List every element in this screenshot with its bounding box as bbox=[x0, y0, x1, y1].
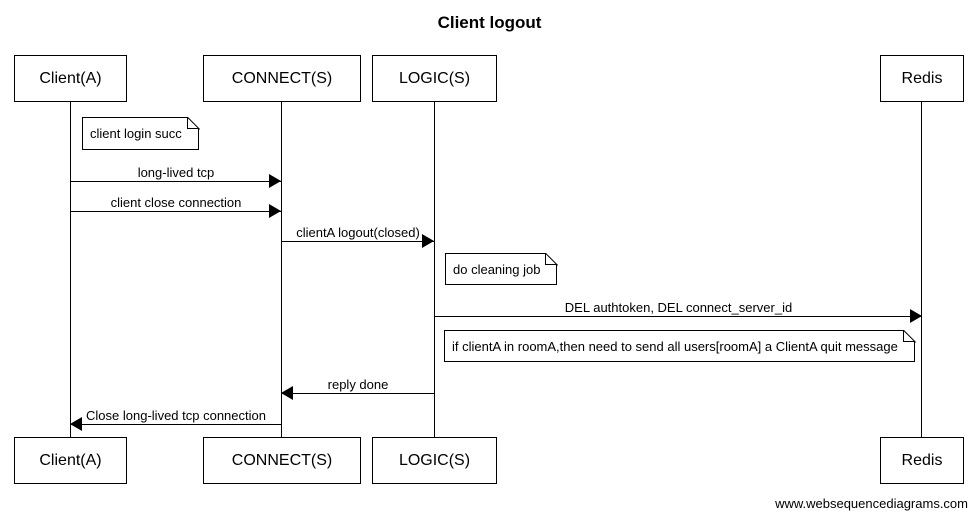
actor-bottom-redis: Redis bbox=[880, 437, 964, 484]
message-label-close-tcp-connection: Close long-lived tcp connection bbox=[86, 408, 266, 423]
arrowhead-right-icon bbox=[422, 234, 434, 248]
note-clienta-quit-message: if clientA in roomA,then need to send al… bbox=[444, 330, 915, 362]
actor-top-connect-s: CONNECT(S) bbox=[203, 55, 361, 102]
note-client-login-succ: client login succ bbox=[82, 117, 199, 150]
message-label-long-lived-tcp: long-lived tcp bbox=[137, 165, 215, 180]
watermark-url: www.websequencediagrams.com bbox=[775, 496, 968, 511]
message-label-reply-done: reply done bbox=[327, 377, 389, 392]
actor-top-redis: Redis bbox=[880, 55, 964, 102]
message-line bbox=[71, 211, 281, 212]
note-do-cleaning-job: do cleaning job bbox=[445, 253, 558, 285]
arrowhead-right-icon bbox=[269, 204, 281, 218]
note-fold-icon bbox=[545, 253, 558, 265]
diagram-title: Client logout bbox=[437, 13, 542, 32]
lifeline-connect-s bbox=[281, 102, 282, 437]
note-fold-icon bbox=[186, 117, 199, 129]
note-text: if clientA in roomA,then need to send al… bbox=[452, 338, 898, 354]
lifeline-redis bbox=[921, 102, 922, 437]
lifeline-logic-s bbox=[434, 102, 435, 437]
arrowhead-right-icon bbox=[910, 309, 922, 323]
actor-bottom-logic-s: LOGIC(S) bbox=[372, 437, 497, 484]
message-line bbox=[282, 241, 434, 242]
note-text: client login succ bbox=[90, 126, 182, 141]
message-line bbox=[71, 424, 281, 425]
message-label-client-close-connection: client close connection bbox=[110, 195, 242, 210]
actor-bottom-connect-s: CONNECT(S) bbox=[203, 437, 361, 484]
arrowhead-left-icon bbox=[281, 386, 293, 400]
arrowhead-left-icon bbox=[70, 417, 82, 431]
note-fold-icon bbox=[902, 330, 915, 342]
message-line bbox=[71, 181, 281, 182]
actor-top-client-a: Client(A) bbox=[14, 55, 127, 102]
arrowhead-right-icon bbox=[269, 174, 281, 188]
message-line bbox=[282, 393, 434, 394]
message-label-del-authtoken: DEL authtoken, DEL connect_server_id bbox=[564, 300, 793, 315]
message-line bbox=[435, 316, 922, 317]
message-label-clienta-logout: clientA logout(closed) bbox=[296, 225, 420, 240]
lifeline-client-a bbox=[70, 102, 71, 437]
note-text: do cleaning job bbox=[453, 261, 541, 277]
actor-bottom-client-a: Client(A) bbox=[14, 437, 127, 484]
actor-top-logic-s: LOGIC(S) bbox=[372, 55, 497, 102]
